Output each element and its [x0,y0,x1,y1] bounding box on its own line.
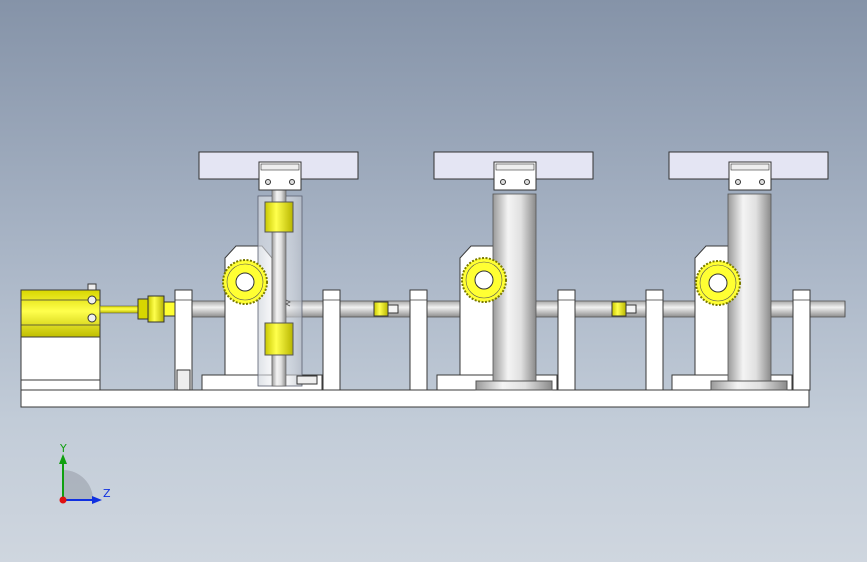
lift-unit-2[interactable] [433,151,594,391]
z-axis-label: Z [103,487,111,500]
bearing-support-6[interactable] [792,289,811,391]
shaft-coupling-2[interactable] [611,301,637,317]
x-axis-dot-icon [59,496,67,504]
base-plate[interactable] [20,389,810,408]
bearing-support-4[interactable] [557,289,576,391]
y-axis-arrowhead-icon [59,454,67,464]
y-axis-label: Y [59,442,67,455]
lift-unit-1[interactable] [198,151,359,391]
lift-unit-3[interactable] [668,151,829,391]
shaft-coupling-1[interactable] [373,301,399,317]
bearing-support-3[interactable] [409,289,428,391]
z-axis-arrowhead-icon [92,496,102,504]
drive-motor[interactable] [20,283,101,391]
bearing-support-2[interactable] [322,289,341,391]
bearing-support-5[interactable] [645,289,664,391]
bearing-support-1[interactable] [174,289,193,391]
orientation-triad[interactable]: Y Z [59,442,111,504]
